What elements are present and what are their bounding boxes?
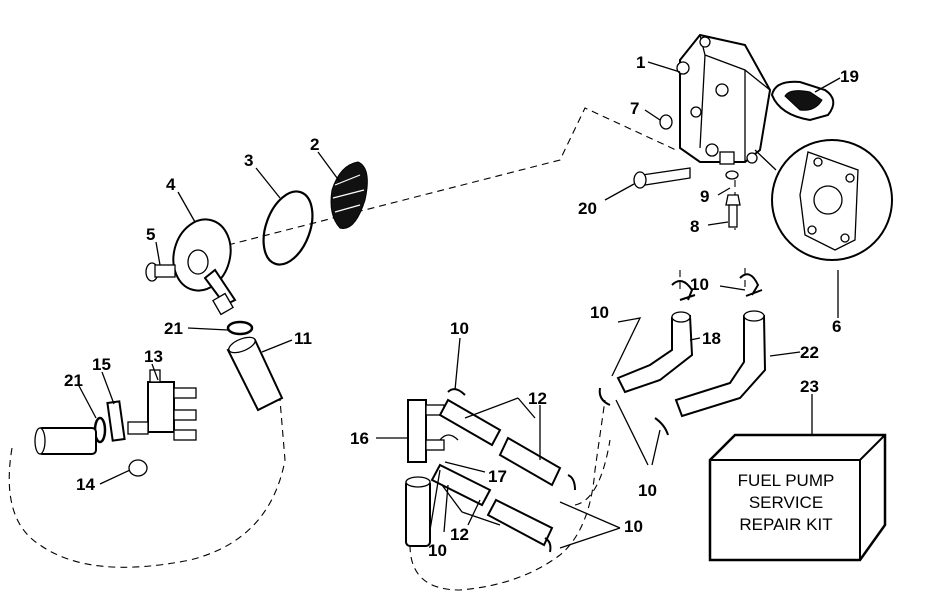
callout-3: 3 — [244, 151, 253, 170]
callout-17: 17 — [488, 467, 507, 486]
fuel-hose-short — [226, 336, 284, 412]
callout-14: 14 — [76, 475, 95, 494]
callout-2: 2 — [310, 135, 319, 154]
fuel-pump-body — [676, 33, 772, 165]
pump-screw — [633, 167, 691, 189]
plug — [128, 459, 148, 477]
pump-cover — [172, 218, 237, 316]
callout-10-d: 10 — [638, 481, 657, 500]
filter-screen — [330, 161, 368, 229]
fuel-connector — [127, 369, 197, 441]
cover-screw — [145, 262, 176, 282]
callout-12-a: 12 — [528, 389, 547, 408]
callout-20: 20 — [578, 199, 597, 218]
clips-10 — [447, 273, 763, 553]
fuel-hose-22 — [674, 310, 767, 418]
check-valve-plate — [770, 80, 835, 122]
callout-21-a: 21 — [164, 319, 183, 338]
fuel-hose-left — [34, 427, 97, 455]
bracket — [106, 400, 126, 442]
callout-21-b: 21 — [64, 371, 83, 390]
callout-labels: 1 2 3 4 5 6 7 8 9 10 10 10 10 10 10 11 1… — [64, 53, 859, 560]
callout-7: 7 — [630, 99, 639, 118]
callout-10-e: 10 — [624, 517, 643, 536]
kit-box-line-1: FUEL PUMP — [738, 471, 835, 490]
callout-1: 1 — [636, 53, 645, 72]
callout-6: 6 — [832, 317, 841, 336]
kit-box-line-2: SERVICE — [749, 493, 823, 512]
callout-10-f: 10 — [428, 541, 447, 560]
callout-5: 5 — [146, 225, 155, 244]
callout-10-b: 10 — [590, 303, 609, 322]
fuel-fitting — [725, 194, 741, 228]
repair-kit-box: FUEL PUMP SERVICE REPAIR KIT — [708, 433, 887, 562]
callout-9: 9 — [700, 187, 709, 206]
callout-4: 4 — [166, 175, 176, 194]
callout-12-b: 12 — [450, 525, 469, 544]
fuel-hose-vertical — [405, 476, 431, 547]
clip-17 — [439, 434, 459, 441]
callout-11: 11 — [294, 329, 312, 348]
callout-18: 18 — [702, 329, 721, 348]
tee-fitting — [407, 399, 445, 463]
gasket-detail — [754, 139, 893, 261]
callout-16: 16 — [350, 429, 369, 448]
callout-15: 15 — [92, 355, 111, 374]
o-ring-small — [659, 114, 673, 130]
o-ring-large — [262, 190, 314, 266]
kit-box-line-3: REPAIR KIT — [739, 515, 832, 534]
hose-clamp-upper — [226, 320, 254, 336]
fuel-hoses-12 — [430, 398, 562, 547]
callout-10-c: 10 — [690, 275, 709, 294]
callout-8: 8 — [690, 217, 699, 236]
callout-19: 19 — [840, 67, 859, 86]
callout-13: 13 — [144, 347, 163, 366]
washer — [725, 170, 739, 180]
fuel-hose-18 — [616, 311, 694, 394]
callout-23: 23 — [800, 377, 819, 396]
leader-lines — [77, 61, 841, 549]
callout-22: 22 — [800, 343, 819, 362]
callout-10-a: 10 — [450, 319, 469, 338]
